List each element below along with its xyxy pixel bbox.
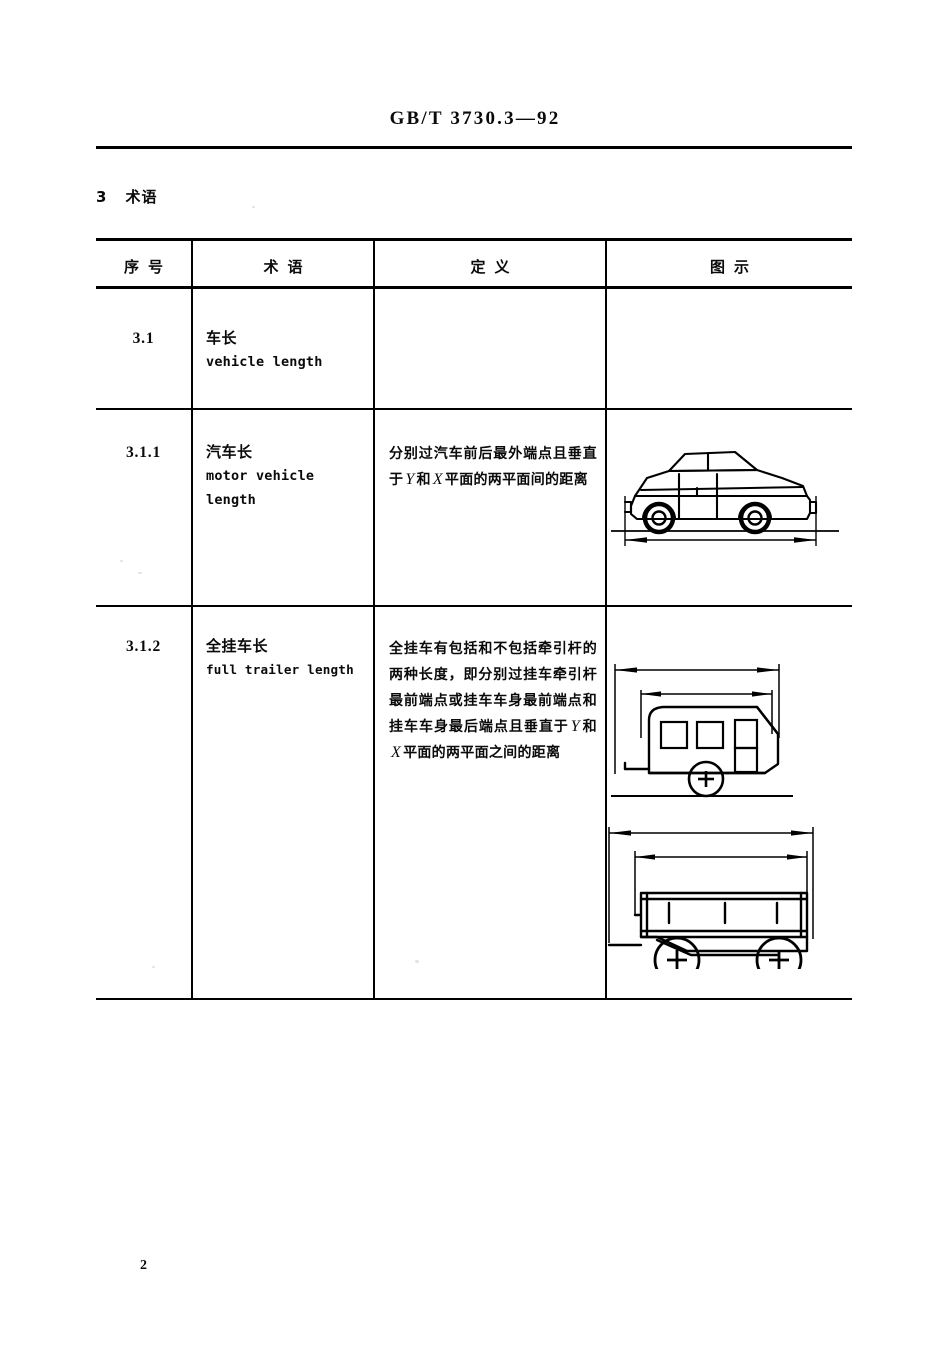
row-number-3-1-2: 3.1.2 xyxy=(126,638,161,655)
term-english-3-1: vehicle length xyxy=(206,354,323,370)
scan-speckle xyxy=(415,960,419,963)
term-chinese-3-1: 车长 xyxy=(206,329,238,347)
table-row-divider-1 xyxy=(96,408,852,410)
term-cell-3-1-1: 汽车长 motor vehicle length xyxy=(206,440,376,512)
table-header-divider xyxy=(96,286,852,289)
standard-number: GB/T 3730.3—92 xyxy=(389,108,561,129)
column-header-term: 术语 xyxy=(263,257,312,276)
table-top-border xyxy=(96,238,852,241)
scan-speckle xyxy=(120,560,123,562)
term-chinese-3-1-2: 全挂车长 xyxy=(206,637,269,655)
section-heading: 3 术语 xyxy=(96,186,157,207)
section-title-text: 术语 xyxy=(125,188,158,206)
table-column-divider-2 xyxy=(373,238,375,999)
caravan-trailer-side-view-with-two-length-dimensions xyxy=(611,664,793,798)
row-number-3-1: 3.1 xyxy=(132,330,155,347)
column-header-definition: 定义 xyxy=(470,257,519,276)
row-number-3-1-1: 3.1.1 xyxy=(126,444,161,461)
term-english-3-1-1-line1: motor vehicle xyxy=(206,468,315,484)
table-bottom-border xyxy=(96,998,852,1000)
term-chinese-3-1-1: 汽车长 xyxy=(206,443,253,461)
term-cell-3-1: 车长 vehicle length xyxy=(206,326,376,374)
column-header-illustration: 图示 xyxy=(709,257,758,276)
definition-cell-3-1-2: 全挂车有包括和不包括牵引杆的两种长度，即分别过挂车牵引杆最前端点或挂车车身最前端… xyxy=(389,641,597,761)
page-number: 2 xyxy=(140,1258,147,1273)
flatbed-drawbar-trailer-side-view-with-two-length-dimensions xyxy=(607,827,814,984)
scan-speckle xyxy=(252,206,255,208)
section-number: 3 xyxy=(96,188,108,206)
scan-speckle xyxy=(138,572,142,574)
table-row-divider-2 xyxy=(96,605,852,607)
illustration-cell-3-1-2 xyxy=(607,646,852,984)
term-english-3-1-2: full trailer length xyxy=(206,662,354,677)
page-header: GB/T 3730.3—92 xyxy=(0,108,950,130)
scan-speckle xyxy=(152,966,155,968)
table-column-divider-3 xyxy=(605,238,607,999)
terminology-table: 序号 术语 定义 图示 3.1 车长 vehicle length 3.1.1 … xyxy=(96,238,852,1000)
column-header-no: 序号 xyxy=(123,257,172,276)
illustration-cell-3-1-1 xyxy=(607,434,852,554)
sedan-side-view-with-length-dimension xyxy=(611,450,839,546)
term-english-3-1-1-line2: length xyxy=(206,492,256,508)
term-cell-3-1-2: 全挂车长 full trailer length xyxy=(206,634,376,682)
table-column-divider-1 xyxy=(191,238,193,999)
header-divider-rule xyxy=(96,146,852,149)
